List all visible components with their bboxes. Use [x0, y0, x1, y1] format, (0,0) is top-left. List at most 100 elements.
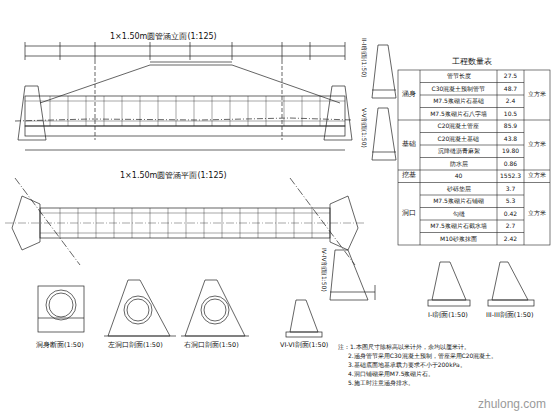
- stroke: [420, 82, 524, 83]
- table-cell: C20混凝土管座: [420, 123, 497, 130]
- table-cell: 管节长度: [420, 73, 497, 80]
- note-text: 3.基础底面地基承载力要求不小于200kPa。: [348, 362, 466, 369]
- view-title: 1×1.50m圆管涵立面(1:125): [110, 33, 217, 42]
- table-cell: 0.86: [497, 161, 524, 168]
- table-cell: 立方米: [524, 91, 550, 97]
- table-cell: 2.7: [497, 223, 524, 230]
- stroke: [420, 145, 524, 146]
- stroke: [398, 182, 550, 183]
- pipe-sections: [38, 280, 322, 337]
- table-cell: 防水层: [420, 161, 497, 168]
- table-cell: 涵身: [398, 91, 420, 98]
- table-cell: 砂砾垫层: [420, 186, 497, 193]
- note-text: 5.施工时注意涵身排水。: [348, 380, 414, 387]
- stroke: [104, 96, 105, 126]
- note-text: 2.涵身管节采用C30混凝土预制，管座采用C20混凝土。: [348, 353, 497, 360]
- table-cell: 基础: [398, 141, 420, 148]
- table-cell: 挖基: [398, 172, 420, 179]
- stroke: [320, 96, 321, 126]
- table-cell: 40: [420, 173, 497, 180]
- stroke: [150, 42, 151, 60]
- stroke: [68, 96, 69, 126]
- table-cell: 19.80: [497, 148, 524, 155]
- stroke: [420, 220, 524, 221]
- stroke: [194, 96, 195, 126]
- table-cell: C30混凝土预制管节: [420, 86, 497, 93]
- elevation-view: [15, 42, 352, 150]
- table-cell: 0.42: [497, 211, 524, 218]
- stroke: [310, 42, 311, 60]
- table-cell: 10.5: [497, 111, 524, 118]
- stroke: [222, 208, 223, 238]
- table-cell: 5.3: [497, 198, 524, 205]
- stroke: [420, 107, 524, 108]
- quantity-table: [398, 70, 550, 245]
- stroke: [230, 96, 231, 126]
- view-title: 工程数量表: [452, 58, 492, 66]
- table-cell: 立方米: [524, 172, 550, 178]
- table-cell: 2.42: [497, 236, 524, 243]
- stroke: [95, 42, 96, 60]
- table-cell: 27.5: [497, 73, 524, 80]
- stroke: [282, 42, 283, 60]
- view-title: IV-IV剖面(1:50): [320, 248, 327, 292]
- stroke: [190, 42, 191, 60]
- plan-view: [5, 178, 365, 265]
- small-sections: [330, 45, 534, 306]
- table-cell: 立方米: [524, 141, 550, 147]
- stroke: [420, 95, 524, 96]
- table-cell: 勾缝: [420, 211, 497, 218]
- stroke: [266, 96, 267, 126]
- stroke: [420, 157, 524, 158]
- table-cell: 43.8: [497, 136, 524, 143]
- view-title: I-I剖面(1:50): [428, 312, 468, 319]
- table-cell: M10砂浆抹面: [420, 236, 497, 243]
- stroke: [420, 207, 524, 208]
- stroke: [60, 42, 61, 60]
- table-cell: 1552.3: [497, 173, 524, 180]
- stroke: [186, 208, 187, 238]
- stroke: [420, 232, 524, 233]
- table-cell: 沉降缝沥青麻絮: [420, 148, 497, 155]
- view-title: 洞身断面(1:50): [36, 342, 84, 349]
- stroke: [345, 42, 346, 60]
- view-title: 1×1.50m圆管涵平面(1:125): [120, 172, 227, 181]
- table-cell: 立方米: [524, 210, 550, 216]
- stroke: [232, 42, 233, 60]
- stroke: [284, 96, 285, 126]
- stroke: [248, 96, 249, 126]
- stroke: [420, 195, 524, 196]
- stroke: [302, 96, 303, 126]
- view-title: V-V剖面(1:50): [360, 108, 367, 148]
- table-cell: C20混凝土基础: [420, 136, 497, 143]
- stroke: [176, 96, 177, 126]
- view-title: VI-VI剖面(1:50): [280, 342, 328, 349]
- watermark: zhulong.com: [478, 398, 546, 411]
- stroke: [140, 96, 141, 126]
- note-text: 4.洞口铺砌采用M7.5浆砌片石。: [348, 371, 434, 378]
- table-cell: 洞口: [398, 210, 420, 217]
- table-cell: 85.9: [497, 123, 524, 130]
- table-cell: 48.7: [497, 86, 524, 93]
- stroke: [122, 96, 123, 126]
- table-cell: 2.4: [497, 98, 524, 105]
- stroke: [50, 96, 51, 126]
- view-title: III-III剖面(1:50): [486, 312, 534, 319]
- stroke: [212, 96, 213, 126]
- stroke: [25, 42, 26, 60]
- view-title: II-II剖面(1:50): [360, 38, 367, 77]
- stroke: [398, 120, 550, 121]
- note-text: 注：1.本图尺寸除标高以米计外，余均以厘米计。: [338, 344, 470, 351]
- stroke: [420, 132, 524, 133]
- table-cell: M7.5浆砌片石八字墙: [420, 111, 497, 118]
- table-cell: M7.5浆砌片石截水墙: [420, 223, 497, 230]
- view-title: 右洞口剖面(1:50): [184, 342, 239, 349]
- table-cell: 3.7: [497, 186, 524, 193]
- view-title: 左洞口剖面(1:50): [108, 342, 163, 349]
- stroke: [86, 96, 87, 126]
- stroke: [158, 96, 159, 126]
- table-cell: M7.5浆砌片石基础: [420, 98, 497, 105]
- stroke: [398, 170, 550, 171]
- table-cell: M7.5浆砌片石铺砌: [420, 198, 497, 205]
